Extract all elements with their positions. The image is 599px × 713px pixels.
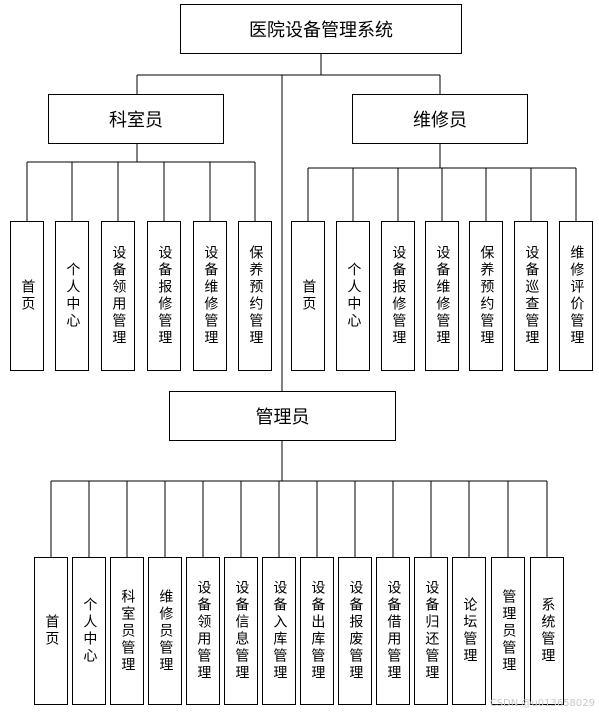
leaf-label: 设备领用管理 <box>110 245 127 347</box>
leaf-label: 首页 <box>19 279 36 313</box>
leaf-label: 设备报废管理 <box>347 580 364 682</box>
group-title: 科室员 <box>109 110 163 131</box>
leaf-node: 设备信息管理 <box>224 557 258 705</box>
watermark: CSDN @u013658029 <box>489 698 595 709</box>
leaf-node: 设备巡查管理 <box>514 221 548 371</box>
leaf-label: 保养预约管理 <box>247 245 264 347</box>
leaf-label: 系统管理 <box>539 597 556 665</box>
leaf-node: 设备维修管理 <box>425 221 459 371</box>
leaf-node: 设备维修管理 <box>193 221 227 371</box>
leaf-label: 设备借用管理 <box>385 580 402 682</box>
leaf-node: 设备借用管理 <box>376 557 410 705</box>
leaf-label: 个人中心 <box>64 262 81 330</box>
root-node: 医院设备管理系统 <box>180 4 462 54</box>
root-label: 医院设备管理系统 <box>249 20 393 41</box>
leaf-label: 管理员管理 <box>500 588 517 674</box>
group-title: 维修员 <box>413 110 467 131</box>
leaf-label: 设备出库管理 <box>309 580 326 682</box>
leaf-node: 科室员管理 <box>110 557 144 705</box>
leaf-label: 设备报修管理 <box>390 245 407 347</box>
leaf-node: 首页 <box>10 221 44 371</box>
leaf-node: 设备领用管理 <box>101 221 135 371</box>
leaf-node: 管理员管理 <box>491 557 525 705</box>
leaf-node: 个人中心 <box>72 557 106 705</box>
leaf-node: 个人中心 <box>55 221 89 371</box>
leaf-label: 维修员管理 <box>157 588 174 674</box>
leaf-label: 设备维修管理 <box>202 245 219 347</box>
leaf-node: 设备入库管理 <box>262 557 296 705</box>
group-node-keshiyuan: 科室员 <box>48 94 224 144</box>
leaf-label: 设备巡查管理 <box>523 245 540 347</box>
leaf-label: 首页 <box>300 279 317 313</box>
leaf-label: 保养预约管理 <box>478 245 495 347</box>
leaf-node: 个人中心 <box>336 221 370 371</box>
leaf-node: 设备报修管理 <box>381 221 415 371</box>
leaf-label: 维修评价管理 <box>568 245 585 347</box>
leaf-node: 设备报废管理 <box>338 557 372 705</box>
leaf-label: 个人中心 <box>345 262 362 330</box>
leaf-node: 维修员管理 <box>148 557 182 705</box>
leaf-node: 保养预约管理 <box>469 221 503 371</box>
leaf-node: 维修评价管理 <box>559 221 593 371</box>
leaf-node: 设备领用管理 <box>186 557 220 705</box>
leaf-label: 科室员管理 <box>119 588 136 674</box>
group-title: 管理员 <box>255 407 310 428</box>
leaf-label: 个人中心 <box>81 597 98 665</box>
leaf-label: 首页 <box>43 614 60 648</box>
leaf-label: 设备归还管理 <box>423 580 440 682</box>
leaf-label: 论坛管理 <box>461 597 478 665</box>
leaf-node: 首页 <box>291 221 325 371</box>
group-node-weixiuyuan: 维修员 <box>352 94 528 144</box>
leaf-label: 设备入库管理 <box>271 580 288 682</box>
leaf-node: 系统管理 <box>530 557 564 705</box>
leaf-node: 论坛管理 <box>452 557 486 705</box>
leaf-node: 设备报修管理 <box>147 221 181 371</box>
leaf-label: 设备信息管理 <box>233 580 250 682</box>
leaf-node: 保养预约管理 <box>238 221 272 371</box>
leaf-node: 首页 <box>34 557 68 705</box>
group-node-guanliyuan: 管理员 <box>169 391 396 441</box>
leaf-label: 设备维修管理 <box>434 245 451 347</box>
leaf-label: 设备领用管理 <box>195 580 212 682</box>
leaf-node: 设备出库管理 <box>300 557 334 705</box>
leaf-label: 设备报修管理 <box>156 245 173 347</box>
leaf-node: 设备归还管理 <box>414 557 448 705</box>
